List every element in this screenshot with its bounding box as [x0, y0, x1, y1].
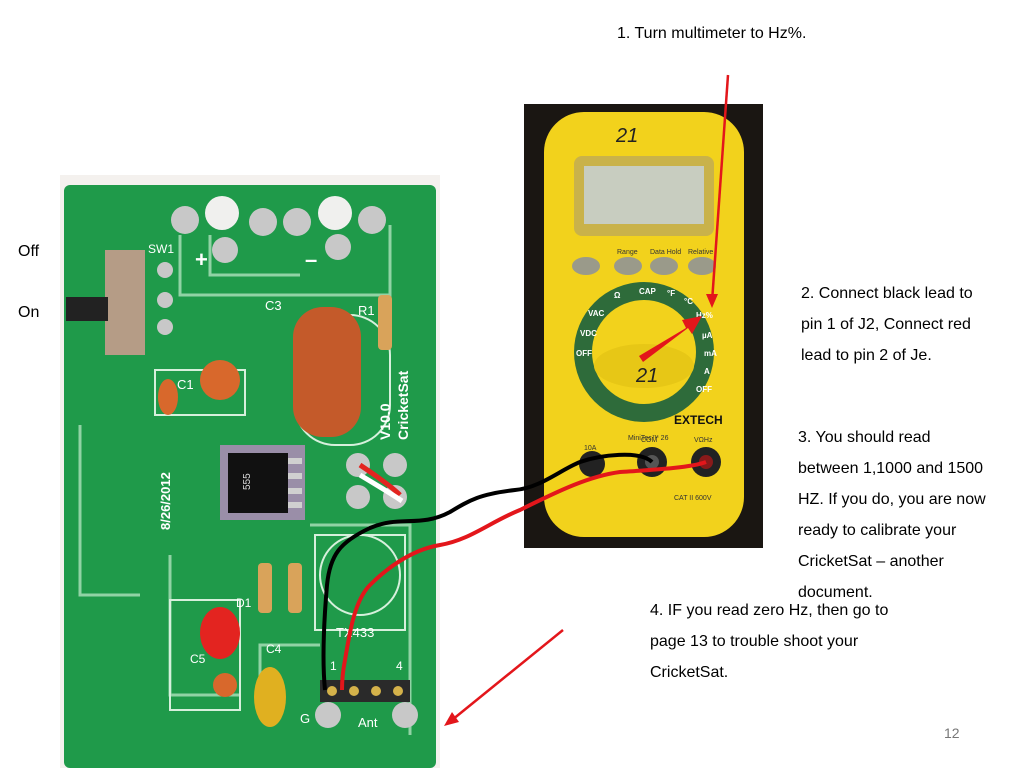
step2-line: pin 1 of J2, Connect red — [801, 316, 971, 333]
minus-label: – — [305, 247, 317, 272]
model-label: MiniTec™ 26 — [628, 435, 669, 442]
dial-pointer-arrow — [639, 316, 702, 362]
relative-label: Relative — [688, 249, 713, 256]
jack-v-label: VΩHz — [694, 437, 713, 444]
step1-arrow — [710, 74, 730, 303]
sw1-label: SW1 — [148, 242, 174, 256]
version-label: V10.0 — [377, 403, 393, 440]
power-switch — [105, 250, 145, 355]
meter-handwritten-number: 21 — [615, 125, 638, 147]
relative-button — [688, 257, 716, 275]
top-pads — [171, 196, 386, 263]
red-test-lead — [340, 460, 707, 691]
date-label: 8/26/2012 — [158, 472, 173, 530]
dial-f: °F — [667, 289, 675, 298]
r1-label: R1 — [358, 303, 375, 318]
plus-label: + — [195, 247, 208, 272]
dial-cap: CAP — [639, 287, 657, 296]
dial-ma: mA — [704, 349, 717, 358]
dial-ohm: Ω — [614, 291, 621, 300]
pcb-photo: + – SW1 C3 R1 C1 V10.0 CricketSat 8/26/2… — [60, 175, 440, 768]
hold-button — [650, 257, 678, 275]
brand-label: EXTECH — [674, 413, 723, 427]
dial-vdc: VDC — [580, 329, 597, 338]
step4-line: 4. IF you read zero Hz, then go to — [650, 602, 889, 619]
meter-display — [584, 166, 704, 224]
led-d1 — [200, 607, 240, 659]
c3-label: C3 — [265, 298, 282, 313]
step1-text: 1. Turn multimeter to Hz%. — [617, 25, 807, 42]
hold-label: Data Hold — [650, 249, 681, 256]
capacitor-c3 — [293, 307, 361, 437]
dial-vac: VAC — [588, 309, 605, 318]
c1-label: C1 — [177, 377, 194, 392]
chip-label: 555 — [242, 473, 253, 490]
tx-label: TX433 — [336, 625, 374, 640]
step2-text: 2. Connect black lead to pin 1 of J2, Co… — [801, 278, 973, 371]
step3-line: between 1,1000 and 1500 — [798, 460, 984, 477]
dial-off-right: OFF — [696, 385, 712, 394]
dial-a: A — [704, 367, 710, 376]
step3-line: CricketSat – another — [798, 553, 944, 570]
cat-label: CAT II 600V — [674, 495, 712, 502]
step3-line: 3. You should read — [798, 429, 931, 446]
cricketsat-label: CricketSat — [395, 370, 411, 440]
dial-handwritten-number: 21 — [635, 365, 658, 387]
step4-text: 4. IF you read zero Hz, then go to page … — [650, 595, 888, 688]
d1-label: D1 — [236, 596, 252, 610]
black-test-lead — [321, 452, 654, 691]
ant-label: Ant — [358, 715, 378, 730]
resistor-r1 — [378, 295, 392, 350]
jack-10a-label: 10A — [584, 445, 597, 452]
pin1-label: 1 — [330, 659, 337, 673]
dial-ua: µA — [702, 331, 713, 340]
step4-line: CricketSat. — [650, 664, 729, 681]
capacitor-c4 — [254, 667, 286, 727]
step2-line: lead to pin 2 of Je. — [801, 347, 932, 364]
g-label: G — [300, 711, 310, 726]
step3-text: 3. You should read between 1,1000 and 15… — [798, 422, 986, 608]
step3-line: document. — [798, 584, 873, 601]
pin4-label: 4 — [396, 659, 403, 673]
c5-label: C5 — [190, 652, 206, 666]
step2-line: 2. Connect black lead to — [801, 285, 973, 302]
step4-arrow — [451, 629, 564, 721]
step3-line: ready to calibrate your — [798, 522, 957, 539]
jack-com-label: COM — [641, 437, 658, 444]
dial-off-left: OFF — [576, 349, 592, 358]
step4-line: page 13 to trouble shoot your — [650, 633, 859, 650]
multimeter-illustration: 21 Range Data Hold Relative 21 CAP Ω °F … — [524, 104, 763, 548]
dial-c: °C — [684, 297, 693, 306]
multimeter-photo: 21 Range Data Hold Relative 21 CAP Ω °F … — [524, 104, 763, 548]
pcb-illustration: + – SW1 C3 R1 C1 V10.0 CricketSat 8/26/2… — [60, 175, 440, 768]
switch-on-label: On — [18, 304, 40, 321]
range-label: Range — [617, 249, 638, 256]
timer-chip — [228, 453, 288, 513]
range-button — [614, 257, 642, 275]
dial-hz: Hz% — [696, 311, 713, 320]
switch-off-label: Off — [18, 243, 40, 260]
c4-label: C4 — [266, 642, 282, 656]
capacitor-c1 — [200, 360, 240, 400]
page-number: 12 — [944, 725, 960, 741]
step3-line: HZ. If you do, you are now — [798, 491, 986, 508]
